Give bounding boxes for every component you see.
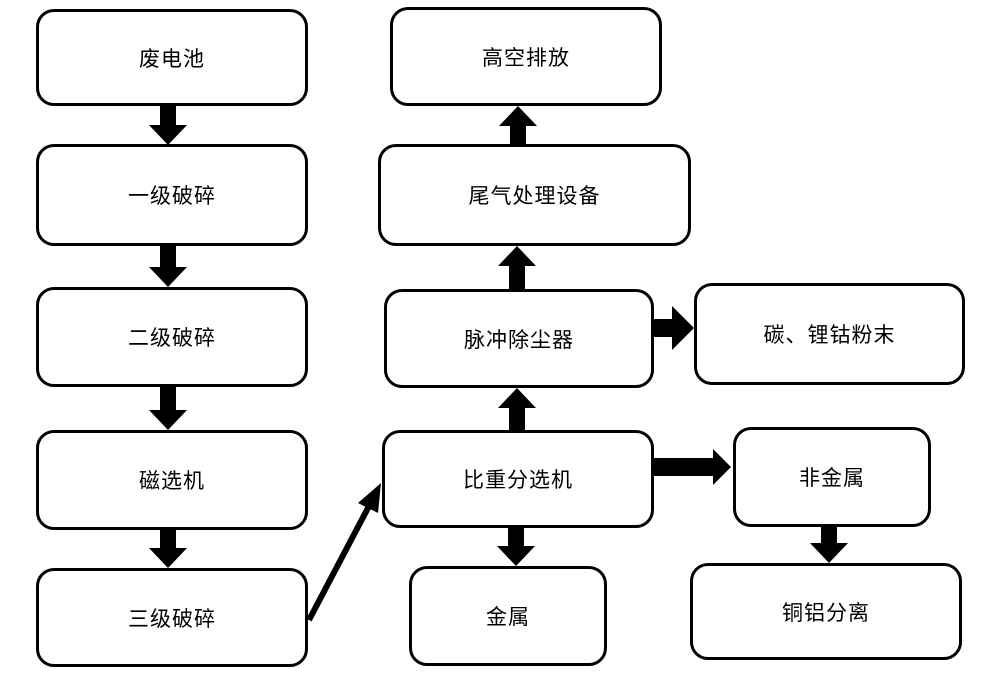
- arrow-gravity-separator-to-pulse-dust-collector: [498, 388, 536, 430]
- node-gravity-separator: 比重分选机: [382, 430, 654, 528]
- node-exhaust-gas-treatment-label: 尾气处理设备: [468, 184, 601, 208]
- node-copper-aluminum-separation-label: 铜铝分离: [782, 600, 870, 625]
- arrow-exhaust-treatment-to-high-altitude-discharge: [499, 106, 537, 144]
- node-tertiary-crushing: 三级破碎: [36, 568, 308, 667]
- arrow-tertiary-crushing-to-gravity-separator-head: [358, 483, 381, 513]
- arrow-non-metal-to-copper-aluminum: [810, 527, 848, 563]
- node-gravity-separator-label: 比重分选机: [463, 468, 573, 492]
- node-copper-aluminum-separation: 铜铝分离: [690, 563, 962, 660]
- node-high-altitude-discharge: 高空排放: [390, 7, 662, 106]
- node-non-metal: 非金属: [733, 427, 931, 527]
- arrow-pulse-dust-collector-to-exhaust-treatment: [498, 246, 536, 289]
- arrow-gravity-separator-to-metal: [497, 528, 535, 566]
- node-waste-battery-label: 废电池: [139, 46, 205, 71]
- node-secondary-crushing-label: 二级破碎: [128, 326, 216, 350]
- arrow-magnetic-separator-to-tertiary-crushing: [149, 530, 187, 568]
- node-pulse-dust-collector: 脉冲除尘器: [384, 289, 654, 388]
- node-metal-label: 金属: [486, 605, 530, 629]
- node-pulse-dust-collector-label: 脉冲除尘器: [464, 327, 574, 352]
- node-magnetic-separator-label: 磁选机: [139, 469, 205, 493]
- node-primary-crushing-label: 一级破碎: [128, 184, 216, 208]
- arrow-tertiary-crushing-to-gravity-separator-shaft: [306, 504, 372, 622]
- node-magnetic-separator: 磁选机: [36, 430, 308, 530]
- arrow-secondary-crushing-to-magnetic-separator: [149, 387, 187, 430]
- node-waste-battery: 废电池: [36, 9, 308, 106]
- node-metal: 金属: [409, 566, 607, 666]
- arrow-waste-battery-to-primary-crushing: [149, 106, 187, 145]
- arrow-gravity-separator-to-non-metal: [654, 449, 731, 485]
- node-high-altitude-discharge-label: 高空排放: [482, 45, 570, 70]
- arrow-pulse-dust-collector-to-powder: [654, 306, 694, 350]
- node-primary-crushing: 一级破碎: [36, 144, 308, 246]
- node-exhaust-gas-treatment: 尾气处理设备: [378, 144, 691, 246]
- arrow-primary-to-secondary-crushing: [149, 246, 187, 287]
- node-carbon-lithium-cobalt-powder-label: 碳、锂钴粉末: [763, 323, 896, 347]
- node-non-metal-label: 非金属: [799, 466, 865, 490]
- node-secondary-crushing: 二级破碎: [36, 287, 308, 387]
- node-carbon-lithium-cobalt-powder: 碳、锂钴粉末: [694, 283, 965, 385]
- node-tertiary-crushing-label: 三级破碎: [128, 606, 216, 631]
